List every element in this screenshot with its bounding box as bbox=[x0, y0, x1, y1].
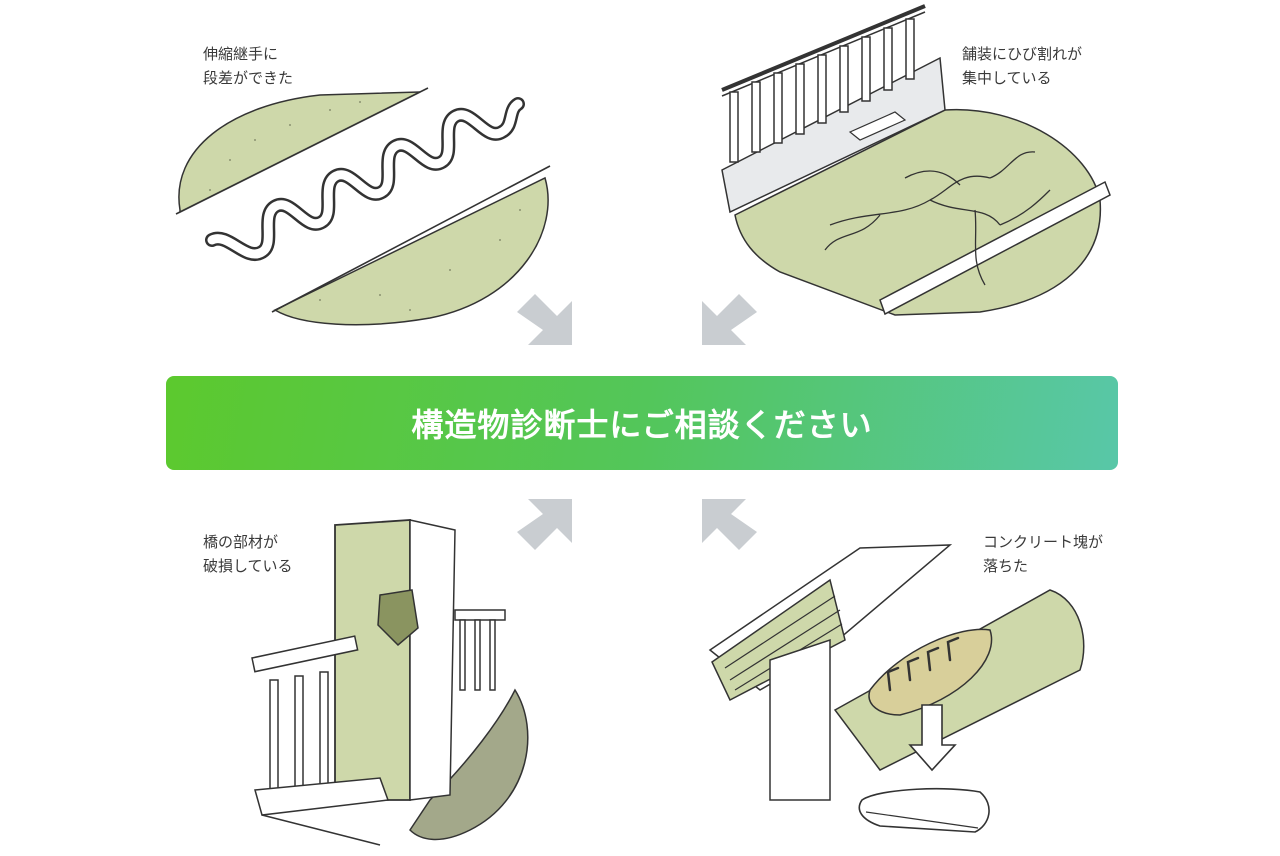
arrows-group bbox=[517, 294, 757, 550]
caption-line: 集中している bbox=[962, 69, 1052, 87]
caption-damaged-member: 橋の部材が 破損している bbox=[203, 530, 293, 578]
banner-text: 構造物診断士にご相談ください bbox=[411, 406, 873, 444]
arrow-down-left-icon bbox=[702, 294, 757, 345]
caption-line: コンクリート塊が bbox=[983, 533, 1104, 551]
caption-expansion-joint: 伸縮継手に 段差ができた bbox=[203, 42, 293, 90]
caption-line: 舗装にひび割れが bbox=[962, 45, 1083, 63]
caption-line: 伸縮継手に bbox=[203, 45, 279, 63]
arrow-up-right-icon bbox=[517, 499, 572, 550]
consultation-banner: 構造物診断士にご相談ください bbox=[166, 376, 1118, 470]
caption-line: 破損している bbox=[203, 557, 293, 575]
cracked-pavement-illustration bbox=[721, 4, 1111, 316]
caption-line: 橋の部材が bbox=[203, 533, 279, 551]
caption-line: 落ちた bbox=[983, 557, 1029, 575]
caption-line: 段差ができた bbox=[203, 69, 294, 87]
falling-concrete-illustration bbox=[708, 544, 1085, 833]
arrow-down-right-icon bbox=[517, 294, 572, 345]
caption-pavement-crack: 舗装にひび割れが 集中している bbox=[962, 42, 1082, 90]
arrow-up-left-icon bbox=[702, 499, 757, 550]
caption-falling-concrete: コンクリート塊が 落ちた bbox=[983, 530, 1103, 578]
expansion-joint-illustration bbox=[175, 87, 551, 326]
damaged-bridge-member-illustration bbox=[251, 519, 529, 846]
